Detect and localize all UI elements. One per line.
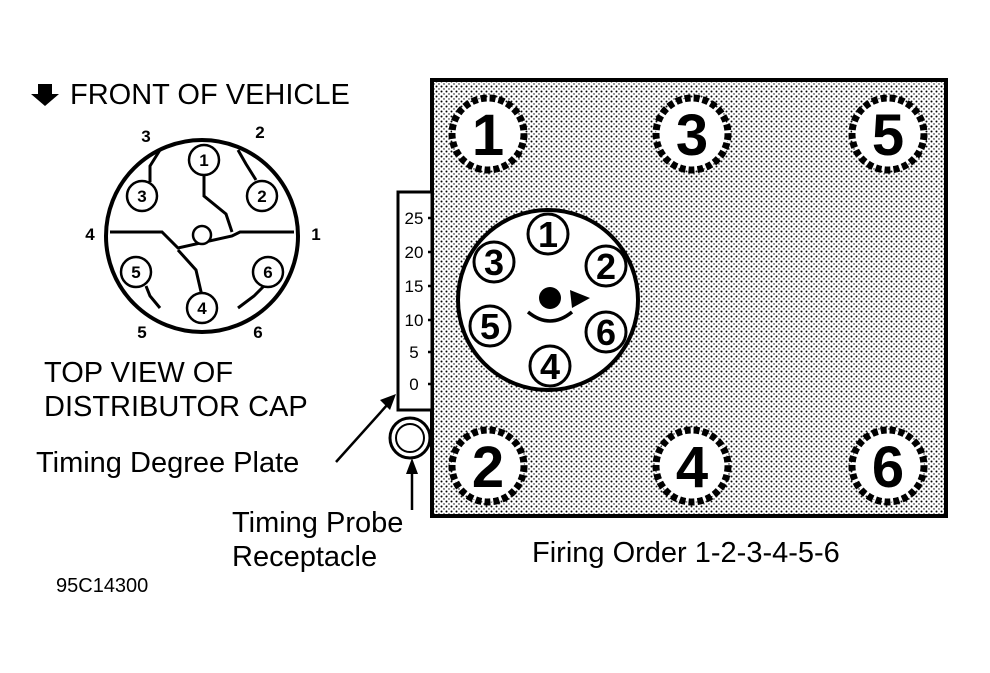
cap-outer-number: 1	[311, 225, 320, 244]
rotor-number: 3	[484, 242, 504, 283]
timing-probe-label: Receptacle	[232, 541, 377, 573]
rotor-number: 4	[540, 346, 560, 387]
timing-mark: 0	[409, 375, 418, 394]
rotation-arrowhead-icon	[570, 290, 590, 308]
cylinder-1	[448, 94, 528, 174]
cylinder-number: 3	[676, 103, 708, 168]
rotation-arrow-icon	[526, 310, 574, 323]
cylinder-number: 6	[872, 435, 904, 500]
timing-probe-receptacle	[388, 416, 432, 460]
cap-outer-number: 2	[255, 123, 264, 142]
timing-probe-label: Timing Probe	[232, 507, 403, 539]
timing-degree-plate	[396, 190, 434, 412]
timing-mark: 5	[409, 343, 418, 362]
timing-mark: 20	[405, 243, 424, 262]
timing-mark: 15	[405, 277, 424, 296]
timing-degree-plate-label: Timing Degree Plate	[36, 447, 299, 479]
probe-leader-arrow-icon	[406, 458, 418, 510]
top-view-label: DISTRIBUTOR CAP	[44, 391, 308, 423]
rotor-number: 2	[596, 246, 616, 287]
distributor-cap	[104, 138, 300, 334]
cap-inner-number: 1	[199, 151, 208, 170]
cap-outer-number: 3	[141, 127, 150, 146]
cap-inner-number: 3	[137, 187, 146, 206]
cylinder-number: 5	[872, 103, 904, 168]
cap-inner-number: 2	[257, 187, 266, 206]
timing-mark: 25	[405, 209, 424, 228]
cap-outer-number: 6	[253, 323, 262, 342]
top-view-label: TOP VIEW OF	[44, 357, 233, 389]
cylinder-number: 2	[472, 435, 504, 500]
cap-inner-number: 6	[263, 263, 272, 282]
timing-ticks	[428, 216, 432, 386]
rotor-number: 5	[480, 306, 500, 347]
cylinder-4	[652, 426, 732, 506]
cap-inner-number: 4	[197, 299, 207, 318]
cylinder-3	[652, 94, 732, 174]
timing-mark: 10	[405, 311, 424, 330]
rotor-number: 1	[538, 214, 558, 255]
figure-code-label: 95C14300	[56, 575, 148, 597]
cylinder-5	[848, 94, 928, 174]
cap-outer-number: 4	[85, 225, 95, 244]
cap-outer-number: 5	[137, 323, 146, 342]
front-of-vehicle-label: FRONT OF VEHICLE	[70, 79, 350, 111]
front-arrow-icon	[31, 84, 59, 106]
distributor-rotor	[456, 208, 640, 392]
cylinder-2	[448, 426, 528, 506]
cap-inner-number: 5	[131, 263, 140, 282]
cylinder-number: 1	[472, 103, 504, 168]
firing-order-label: Firing Order 1-2-3-4-5-6	[532, 537, 840, 569]
timing-plate-leader-arrow-icon	[335, 394, 396, 463]
cylinder-6	[848, 426, 928, 506]
rotor-number: 6	[596, 312, 616, 353]
cylinder-number: 4	[676, 435, 708, 500]
